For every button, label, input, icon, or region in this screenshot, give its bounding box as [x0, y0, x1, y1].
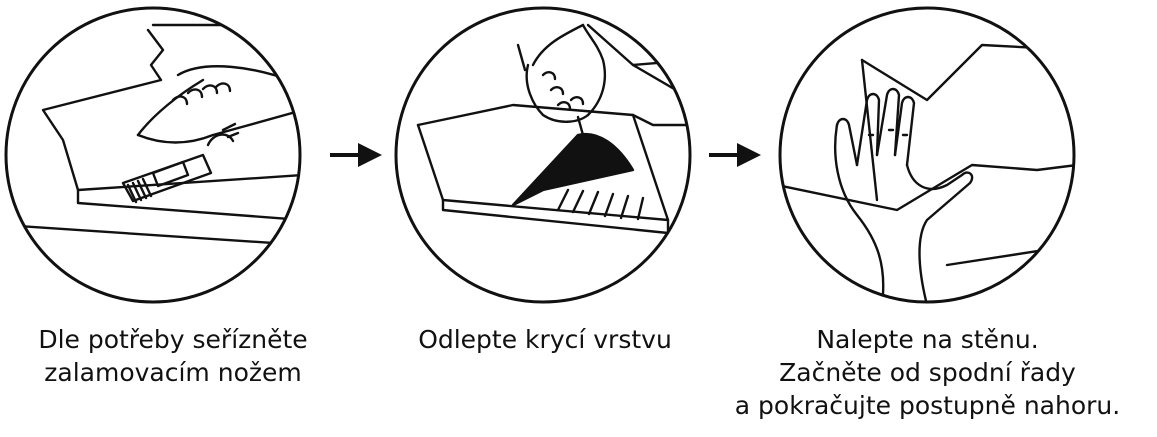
arrow-right-icon — [328, 139, 384, 171]
step-2-caption: Odlepte krycí vrstvu — [390, 323, 700, 356]
step-1-caption: Dle potřeby seřízněte zalamovacím nožem — [0, 323, 346, 389]
caption-line: Začněte od spodní řady — [779, 358, 1076, 387]
press-on-wall-icon — [778, 6, 1076, 304]
utility-knife-cutting-icon — [4, 6, 302, 304]
caption-line: a pokračujte postupně nahoru. — [734, 391, 1121, 420]
caption-line: Nalepte na stěnu. — [816, 325, 1039, 354]
caption-line: zalamovacím nožem — [44, 358, 302, 387]
arrow-right-icon — [707, 139, 763, 171]
step-2-illustration — [393, 5, 693, 305]
step-1-illustration — [3, 5, 303, 305]
step-3-caption: Nalepte na stěnu. Začněte od spodní řady… — [700, 323, 1155, 422]
step-3-illustration — [777, 5, 1077, 305]
peel-backing-icon — [394, 6, 692, 304]
caption-line: Dle potřeby seřízněte — [38, 325, 308, 354]
caption-line: Odlepte krycí vrstvu — [418, 325, 672, 354]
